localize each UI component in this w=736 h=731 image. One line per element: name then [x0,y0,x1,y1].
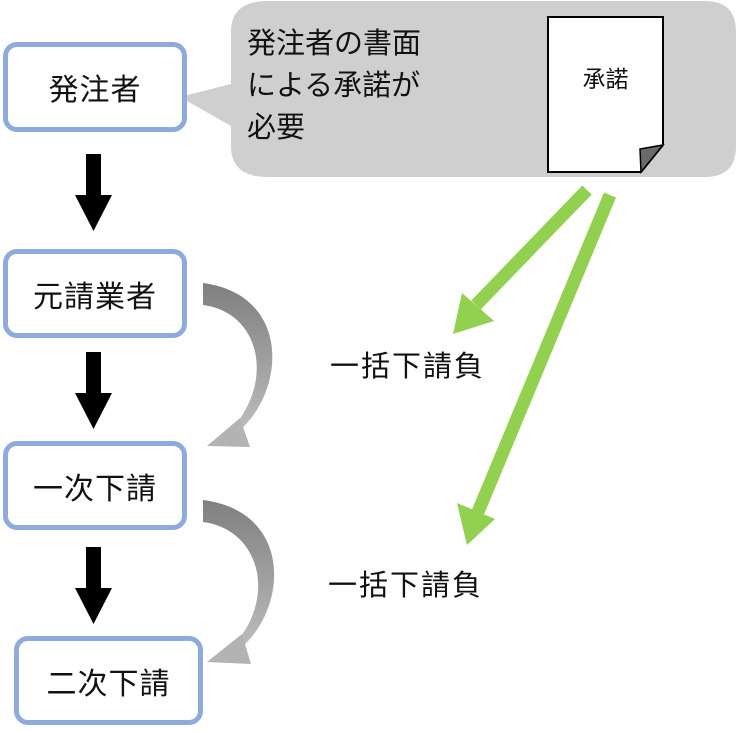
callout-line-3: 必要 [247,110,306,144]
down-arrow-1 [75,154,112,231]
node-second-subcontract-label: 二次下請 [46,666,171,702]
lump-sum-label-1: 一括下請負 [330,349,486,383]
callout-line-1: 発注者の書面 [247,26,422,60]
node-orderer-label: 発注者 [48,73,142,108]
down-arrow-3 [75,547,112,624]
node-second-subcontract: 二次下請 [14,636,203,725]
callout-line-2: による承諾が [247,68,421,102]
down-arrow-2 [75,352,112,429]
lump-sum-label-2: 一括下請負 [328,568,484,602]
green-arrow-1 [453,185,592,334]
callout-text: 発注者の書面 による承諾が 必要 [247,22,467,148]
document-icon [547,16,665,175]
node-first-subcontract-label: 一次下請 [33,471,157,507]
node-prime-contractor: 元請業者 [3,249,187,338]
curved-arrow-2 [203,500,275,664]
node-first-subcontract: 一次下請 [3,441,187,530]
node-orderer: 発注者 [3,42,187,132]
green-arrow-2 [457,192,617,545]
curved-arrow-1 [203,283,273,447]
node-prime-contractor-label: 元請業者 [33,279,157,315]
document-label: 承諾 [582,67,629,93]
